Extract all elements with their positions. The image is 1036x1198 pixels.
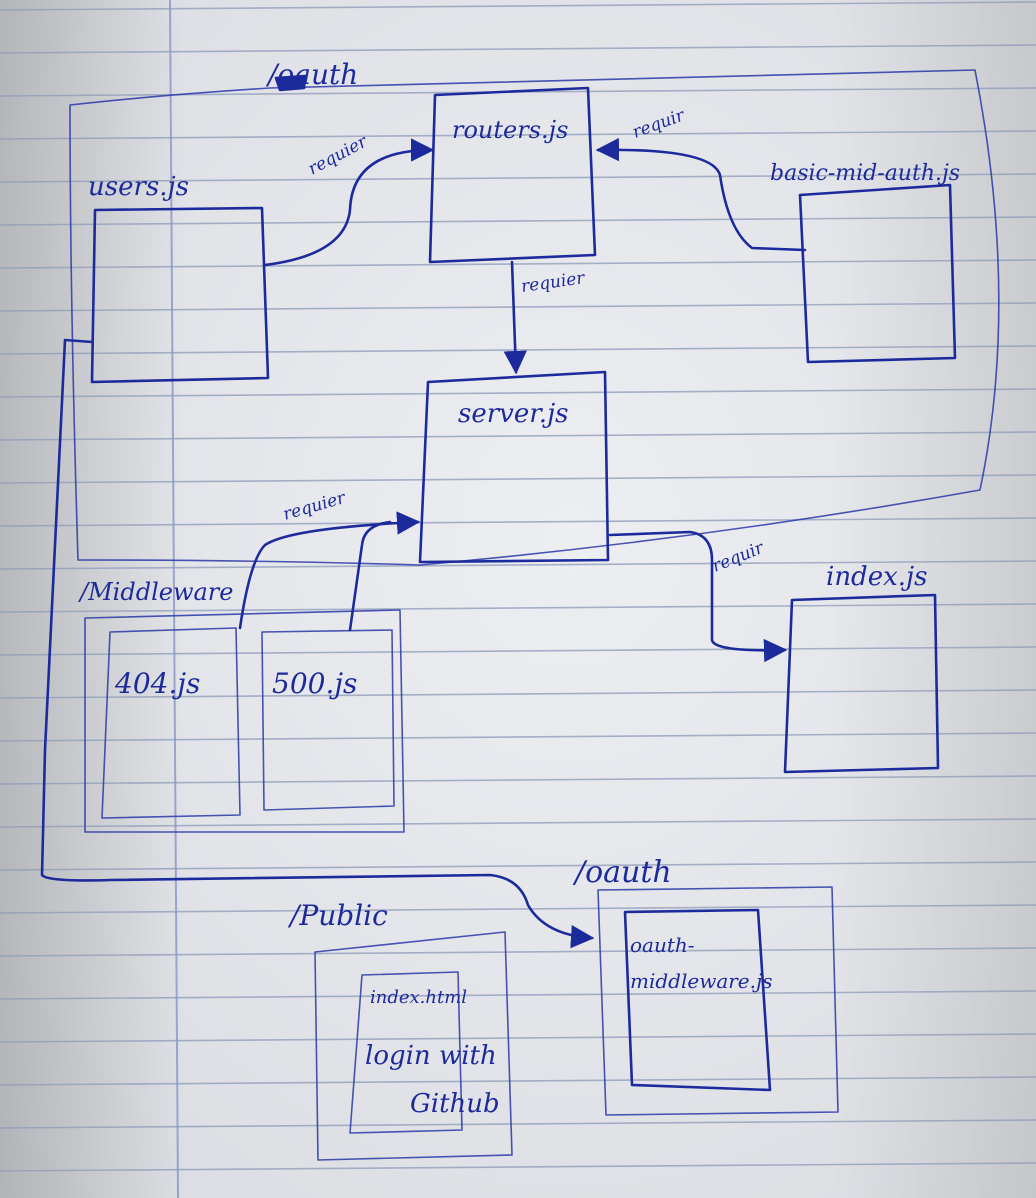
ruled-line [0,1033,1036,1043]
server-file-box [418,370,610,564]
index-file-box [783,593,940,774]
index-file-label: index.js [826,562,927,592]
arrow-users-to-routers [263,138,435,267]
ruled-line [0,431,1036,441]
arrow-server-to-index [608,530,788,663]
err500-file-label: 500.js [272,667,357,700]
ruled-line [0,603,1036,613]
server-file-label: server.js [458,399,568,429]
arrow-basic-to-routers [595,137,807,252]
ruled-line [0,173,1036,183]
err404-file-box [101,627,241,819]
oauth-folder-tab-blot [274,74,307,92]
oauth-middleware-file-label-line1: oauth- [630,933,695,957]
ruled-line [0,861,1036,871]
edge-label-routers-server: requier [520,268,587,297]
ruled-line [0,1162,1036,1172]
edge-label-basic-routers: requir [630,105,688,142]
ruled-line [0,904,1036,914]
ruled-line [0,1119,1036,1129]
index-html-file-label: index.html [370,987,467,1008]
oauth-folder-label: /oauth [265,58,358,91]
line-500-to-server [348,520,392,632]
ruled-line [0,474,1036,484]
basic-mid-auth-file-box [798,183,957,364]
ruled-line [0,345,1036,355]
err500-file-box [261,629,395,811]
ruled-line [0,990,1036,1000]
public-folder-label: /Public [287,899,388,932]
ruled-line [0,1,1036,11]
index-html-file-box [349,971,463,1134]
arrow-middleware-to-server [238,511,421,630]
margin-line [169,0,179,1198]
oauth-middleware-file-box [623,908,772,1092]
routers-file-label: routers.js [452,116,568,144]
ruled-line [0,302,1036,312]
ruled-line [0,130,1036,140]
ruled-line [0,259,1036,269]
arrow-routers-to-server [503,260,527,375]
index-html-content-line1: login with [365,1041,497,1071]
edge-label-users-routers: requier [305,131,371,179]
oauth-bottom-folder-label: /oauth [572,855,672,890]
oauth-folder-boundary [69,69,1000,566]
ruled-line [0,560,1036,570]
edge-label-middleware-server: requier [281,488,349,525]
public-folder-boundary [314,931,513,1161]
basic-mid-auth-file-label: basic-mid-auth.js [770,161,960,186]
arrow-oauth-to-oauth-middleware [40,338,595,949]
oauth-middleware-file-label-line2: middleware.js [630,969,772,993]
users-file-label: users.js [88,172,189,202]
oauth-bottom-folder-boundary [597,886,839,1116]
ruled-line [0,732,1036,742]
routers-file-box [428,86,597,264]
ruled-line [0,1076,1036,1086]
edge-label-server-index: requir [709,538,767,577]
ruled-line [0,646,1036,656]
ruled-line [0,775,1036,785]
middleware-folder-label: /Middleware [78,578,233,606]
ruled-line [0,818,1036,828]
ruled-line [0,216,1036,226]
ruled-line [0,388,1036,398]
middleware-folder-boundary [84,609,405,833]
users-file-box [90,206,270,384]
ruled-line [0,517,1036,527]
ruled-line [0,44,1036,54]
ruled-line [0,947,1036,957]
err404-file-label: 404.js [114,667,200,700]
ruled-line [0,689,1036,699]
index-html-content-line2: Github [410,1089,500,1119]
